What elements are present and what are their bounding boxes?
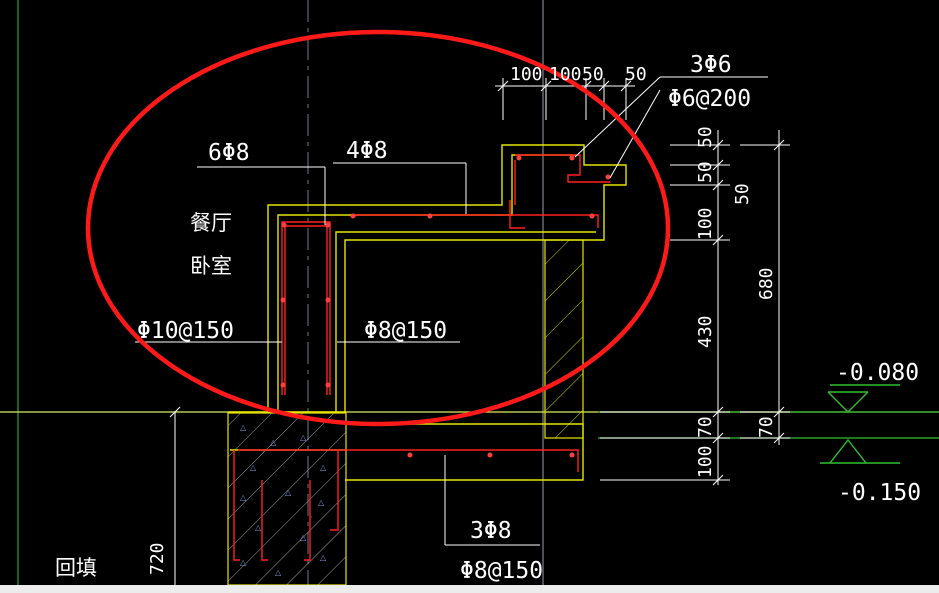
label-depth-720: 720 — [147, 542, 168, 575]
svg-text:△: △ — [240, 423, 247, 432]
dim-top-50-b: 50 — [625, 64, 647, 85]
rebar-dots — [280, 155, 611, 458]
dim-outer-70: 70 — [756, 416, 777, 438]
label-stirrup-left: Φ10@150 — [137, 318, 234, 344]
dim-right-50-b: 50 — [695, 161, 716, 183]
svg-text:△: △ — [250, 463, 257, 472]
dim-right-50-a: 50 — [695, 126, 716, 148]
dim-right-100-b: 100 — [695, 445, 716, 478]
elevation-markers — [820, 384, 900, 464]
dim-right-430: 430 — [695, 315, 716, 348]
svg-text:△: △ — [318, 498, 325, 507]
svg-text:△: △ — [270, 438, 277, 447]
dim-top-100-a: 100 — [510, 64, 543, 85]
status-strip — [0, 585, 939, 593]
label-6phi8: 6Φ8 — [208, 140, 250, 166]
svg-text:△: △ — [255, 523, 262, 532]
svg-text:△: △ — [320, 553, 327, 562]
svg-text:△: △ — [240, 558, 247, 567]
foundation: △ △ △ △ △ △ △ △ △ △ △ △ △ · · — [227, 412, 347, 585]
svg-text:△: △ — [285, 488, 292, 497]
label-top-stirrup: Φ6@200 — [668, 86, 751, 112]
label-backfill: 回填 — [55, 556, 97, 580]
dim-outer-50: 50 — [732, 183, 753, 205]
svg-text:△: △ — [275, 568, 282, 577]
label-bottom-stirrup: Φ8@150 — [460, 558, 543, 584]
label-top-rebar: 3Φ6 — [690, 52, 732, 78]
label-4phi8: 4Φ8 — [346, 138, 388, 164]
dimension-lines — [135, 76, 790, 585]
label-dining-room: 餐厅 — [190, 211, 232, 235]
dim-outer-680: 680 — [756, 267, 777, 300]
label-stirrup-right: Φ8@150 — [364, 318, 447, 344]
svg-text:△: △ — [320, 463, 327, 472]
rebar — [233, 154, 610, 561]
dim-top-50-a: 50 — [582, 64, 604, 85]
svg-text:△: △ — [300, 533, 307, 542]
svg-text:·: · — [262, 448, 265, 457]
svg-text:·: · — [310, 513, 313, 522]
dim-right-100: 100 — [695, 207, 716, 240]
label-bottom-rebar: 3Φ8 — [470, 518, 512, 544]
svg-text:△: △ — [300, 433, 307, 442]
elevation-upper: -0.080 — [836, 360, 919, 386]
highlight-ellipse — [85, 29, 671, 427]
dim-right-70: 70 — [695, 416, 716, 438]
dim-top-100-b: 100 — [549, 64, 582, 85]
svg-text:△: △ — [240, 493, 247, 502]
elevation-lower: -0.150 — [838, 480, 921, 506]
brick-wall — [544, 239, 584, 439]
label-bedroom: 卧室 — [190, 254, 232, 278]
